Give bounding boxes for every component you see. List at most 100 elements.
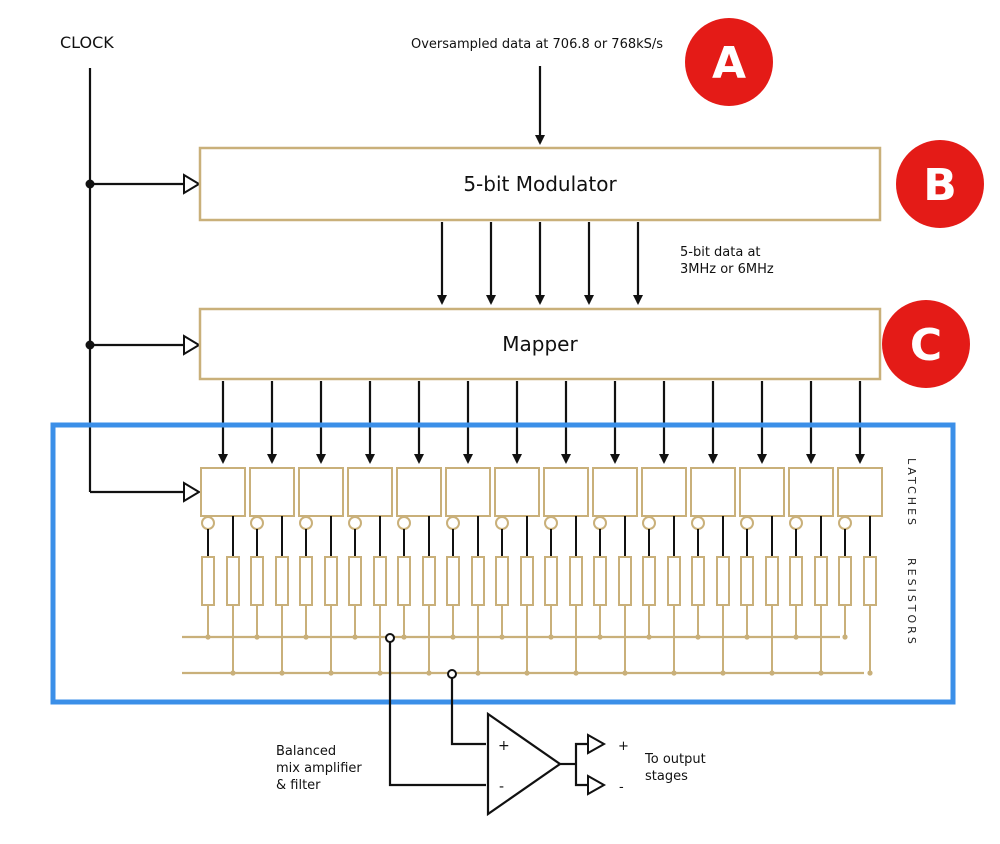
output-label: To output stages: [644, 752, 710, 784]
resistor: [863, 556, 877, 606]
resistor: [495, 556, 509, 606]
badge-c-text: C: [910, 320, 942, 371]
latch-inverted-output: [397, 516, 411, 530]
latch-inverted-output: [250, 516, 264, 530]
resistor: [520, 556, 534, 606]
mapper-output-arrows: [218, 381, 865, 464]
latch: [739, 467, 785, 517]
bus-node: [671, 670, 677, 676]
resistor: [348, 556, 362, 606]
bus-node: [230, 670, 236, 676]
badge-b: B: [896, 140, 984, 228]
resistors-label: RESISTORS: [905, 558, 918, 647]
bus-tap-point: [447, 669, 457, 679]
latch-inverted-output: [642, 516, 656, 530]
latch-inverted-output: [593, 516, 607, 530]
resistor: [373, 556, 387, 606]
resistor: [593, 556, 607, 606]
clock-label: CLOCK: [60, 33, 114, 52]
bus-node: [842, 634, 848, 640]
resistor: [324, 556, 338, 606]
resistor: [814, 556, 828, 606]
bus-node: [426, 670, 432, 676]
latches-label: LATCHES: [905, 458, 918, 528]
badge-c: C: [882, 300, 970, 388]
latch: [837, 467, 883, 517]
resistor: [226, 556, 240, 606]
bus-node: [328, 670, 334, 676]
bus-node: [622, 670, 628, 676]
amp-minus-sign: -: [499, 779, 504, 795]
latch: [494, 467, 540, 517]
mapper-block: [198, 307, 882, 381]
latch-inverted-output: [446, 516, 460, 530]
amplifier-label: Balanced mix amplifier & filter: [276, 744, 366, 793]
data-rate-label: 5-bit data at 3MHz or 6MHz: [680, 245, 774, 277]
amplifier-wiring: [388, 641, 587, 787]
bus-node: [720, 670, 726, 676]
amp-plus-sign: +: [498, 738, 510, 754]
resistor-array: [201, 556, 877, 673]
resistor: [299, 556, 313, 606]
resistor: [618, 556, 632, 606]
latch-inverted-output: [691, 516, 705, 530]
bus-node: [475, 670, 481, 676]
resistor: [201, 556, 215, 606]
mapper-label: Mapper: [502, 332, 578, 356]
latch-inverted-output: [348, 516, 362, 530]
resistor: [544, 556, 558, 606]
latch: [543, 467, 589, 517]
latch: [690, 467, 736, 517]
clock-junction: [85, 340, 95, 350]
amplifier-triangle: [486, 711, 562, 817]
modulator-output-arrows: [437, 222, 643, 305]
badge-a-text: A: [712, 38, 746, 89]
latch-inverted-output: [495, 516, 509, 530]
resistor: [667, 556, 681, 606]
bus-node: [377, 670, 383, 676]
latch: [298, 467, 344, 517]
bus-node: [818, 670, 824, 676]
resistor: [446, 556, 460, 606]
output-plus-sign: +: [618, 739, 629, 754]
latch: [641, 467, 687, 517]
resistor: [765, 556, 779, 606]
clock-input-triangles: [183, 173, 201, 503]
resistor: [569, 556, 583, 606]
clock-line: [88, 68, 184, 494]
resistor: [789, 556, 803, 606]
badge-b-text: B: [923, 160, 957, 211]
bus-node: [352, 634, 358, 640]
resistor: [397, 556, 411, 606]
resistor: [838, 556, 852, 606]
bus-node: [499, 634, 505, 640]
resistor: [422, 556, 436, 606]
resistor: [250, 556, 264, 606]
bus-node: [867, 670, 873, 676]
latch-inverted-output: [838, 516, 852, 530]
latch: [592, 467, 638, 517]
latch-inverted-output: [299, 516, 313, 530]
bus-node: [254, 634, 260, 640]
output-triangles: [587, 733, 607, 796]
bus-node: [744, 634, 750, 640]
latch: [249, 467, 295, 517]
latch: [445, 467, 491, 517]
bus-node: [401, 634, 407, 640]
bus-tap-point: [385, 633, 395, 643]
bus-node: [597, 634, 603, 640]
summing-buses: [182, 635, 864, 675]
latch-inverted-output: [544, 516, 558, 530]
bus-node: [279, 670, 285, 676]
latch-array: [200, 467, 883, 557]
bus-node: [205, 634, 211, 640]
resistor: [642, 556, 656, 606]
modulator-block: [198, 146, 882, 222]
bus-node: [303, 634, 309, 640]
resistor: [275, 556, 289, 606]
badge-a: A: [685, 18, 773, 106]
latch: [200, 467, 246, 517]
latch-inverted-output: [740, 516, 754, 530]
bus-node: [573, 670, 579, 676]
